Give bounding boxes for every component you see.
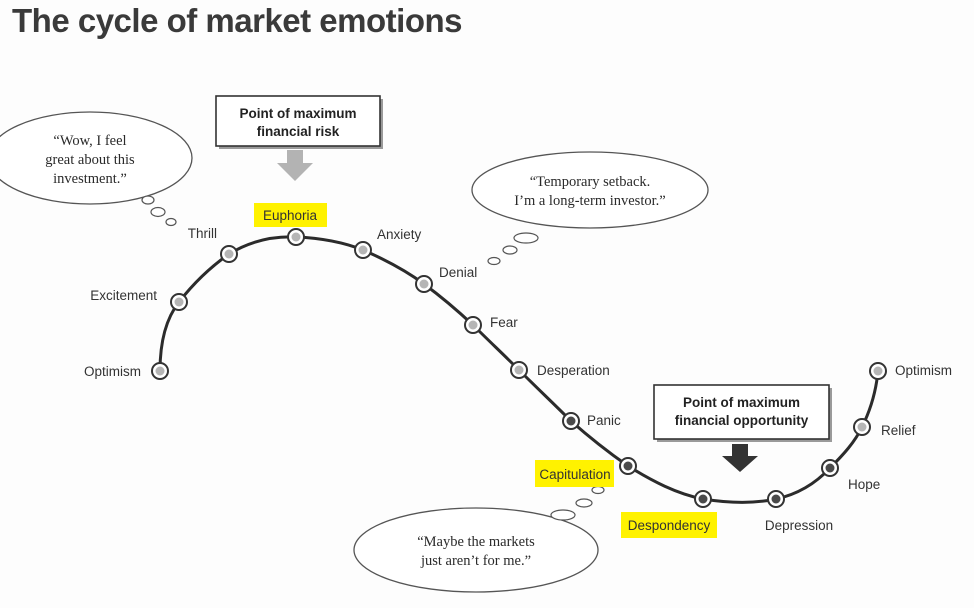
thought-bubble-setback: “Temporary setback. I’m a long-term inves…: [471, 151, 709, 266]
stage-label-hope-12: Hope: [848, 477, 880, 492]
stage-label-depression-11: Depression: [765, 518, 833, 533]
highlight-despondency: [621, 512, 717, 538]
stage-nodes: [151, 228, 887, 508]
thought-bubble-despair-dot-1: [575, 498, 593, 508]
thought-bubble-setback-line-1: I’m a long-term investor.”: [514, 193, 665, 209]
thought-bubble-excitement-line-1: great about this: [45, 152, 135, 168]
thought-bubble-setback-outline: [471, 151, 709, 229]
stage-node-capitulation-9: [619, 457, 637, 475]
callout-opportunity-box: [653, 384, 830, 440]
down-arrow-light-icon: [277, 150, 313, 181]
stage-label-denial-5: Denial: [439, 265, 477, 280]
down-arrow-dark-icon: [722, 444, 758, 472]
callout-opportunity: Point of maximum financial opportunity: [653, 384, 832, 472]
stage-node-optimism-0: [151, 362, 169, 380]
thought-bubble-setback-dot-2: [487, 256, 501, 266]
stage-label-euphoria-3: Euphoria: [263, 208, 318, 223]
thought-bubble-excitement-dot-0: [150, 206, 166, 218]
thought-bubble-despair-outline: [353, 507, 599, 593]
thought-bubble-excitement-dot-1: [165, 217, 177, 227]
stage-node-euphoria-3: [287, 228, 305, 246]
page-title: The cycle of market emotions: [12, 2, 462, 39]
callout-risk-line-1: financial risk: [257, 124, 340, 139]
stage-label-desperation-7: Desperation: [537, 363, 610, 378]
thought-bubble-excitement-line-2: investment.”: [53, 171, 127, 187]
stage-node-desperation-7: [510, 361, 528, 379]
callout-risk-box: [215, 95, 381, 147]
thought-bubble-despair: “Maybe the markets just aren’t for me.”: [353, 485, 605, 593]
stage-node-hope-12: [821, 459, 839, 477]
callout-opportunity-line-0: Point of maximum: [683, 395, 800, 410]
stage-label-panic-8: Panic: [587, 413, 621, 428]
highlight-euphoria: [254, 203, 327, 227]
thought-bubble-setback-dot-0: [513, 232, 539, 244]
thought-bubble-setback-dot-1: [502, 245, 518, 255]
highlight-capitulation: [535, 460, 614, 487]
stage-node-fear-6: [464, 316, 482, 334]
stage-node-thrill-2: [220, 245, 238, 263]
stage-label-despondency-10: Despondency: [628, 518, 711, 533]
stage-node-excitement-1: [170, 293, 188, 311]
stage-label-optimism-14: Optimism: [895, 363, 952, 378]
stage-label-optimism-0: Optimism: [84, 364, 141, 379]
stage-node-panic-8: [562, 412, 580, 430]
stage-node-depression-11: [767, 490, 785, 508]
stage-label-anxiety-4: Anxiety: [377, 227, 422, 242]
stage-node-anxiety-4: [354, 241, 372, 259]
thought-bubble-despair-dot-0: [550, 509, 576, 521]
thought-bubble-setback-line-0: “Temporary setback.: [530, 174, 651, 190]
thought-bubble-despair-line-1: just aren’t for me.”: [420, 553, 531, 569]
thought-bubble-excitement: “Wow, I feel great about this investment.”: [0, 111, 193, 227]
stage-labels: Optimism Excitement Thrill EuphoriaAnxietyD…: [84, 208, 952, 533]
stage-label-thrill-2: Thrill: [188, 226, 217, 241]
callout-risk: Point of maximum financial risk: [215, 95, 383, 181]
callout-risk-line-0: Point of maximum: [239, 106, 356, 121]
thought-bubble-excitement-dot-2: [141, 195, 155, 205]
callout-opportunity-line-1: financial opportunity: [675, 413, 809, 428]
stage-node-optimism-14: [869, 362, 887, 380]
stage-label-capitulation-9: Capitulation: [539, 467, 610, 482]
stage-label-relief-13: Relief: [881, 423, 916, 438]
thought-bubble-despair-dot-2: [591, 485, 605, 495]
thought-bubbles: “Wow, I feel great about this investment.”…: [0, 111, 709, 593]
thought-bubble-excitement-outline: [0, 111, 193, 205]
thought-bubble-despair-line-0: “Maybe the markets: [417, 534, 535, 550]
stage-node-denial-5: [415, 275, 433, 293]
stage-label-excitement-1: Excitement: [90, 288, 157, 303]
thought-bubble-excitement-line-0: “Wow, I feel: [53, 133, 126, 149]
stage-label-fear-6: Fear: [490, 315, 518, 330]
stage-highlights: [254, 203, 717, 538]
stage-node-despondency-10: [694, 490, 712, 508]
stage-node-relief-13: [853, 418, 871, 436]
